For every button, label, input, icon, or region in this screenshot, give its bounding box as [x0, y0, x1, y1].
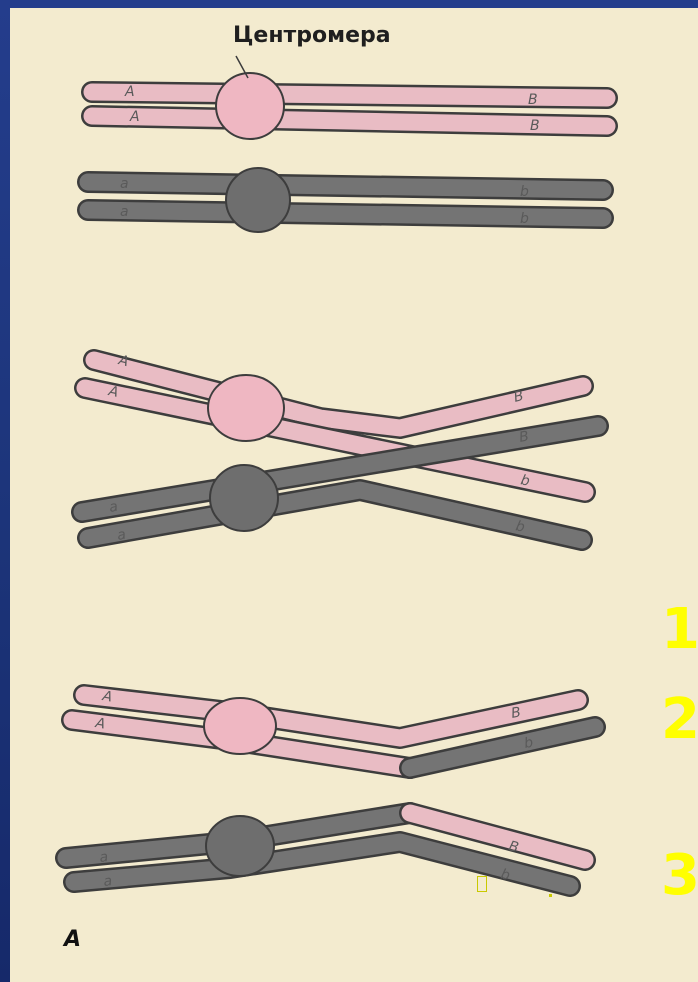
stage-number-1: 1 [661, 602, 698, 658]
gene-label-A: A [129, 109, 140, 125]
centromere-label: Центромера [233, 23, 391, 48]
marker-dot [549, 894, 552, 897]
panel-letter: А [62, 927, 81, 952]
gene-label-B: B [530, 118, 540, 134]
gene-label-a: a [120, 176, 129, 192]
gene-label-B: B [528, 92, 538, 108]
maternal-centromere [208, 375, 284, 441]
stage-number-3: 3 [661, 848, 698, 904]
gene-label-b: b [520, 211, 529, 227]
gene-label-b: b [520, 184, 529, 200]
paternal-centromere [210, 465, 278, 531]
paternal-centromere [206, 816, 274, 876]
placeholder-glyph-box [477, 876, 487, 892]
paternal-centromere [226, 168, 290, 232]
maternal-centromere [204, 698, 276, 754]
stage-number-2: 2 [661, 692, 698, 748]
gene-label-a: a [99, 849, 109, 866]
maternal-centromere [216, 73, 284, 139]
gene-label-a: a [103, 873, 113, 890]
gene-label-a: a [120, 204, 129, 220]
gene-label-A: A [124, 84, 135, 100]
